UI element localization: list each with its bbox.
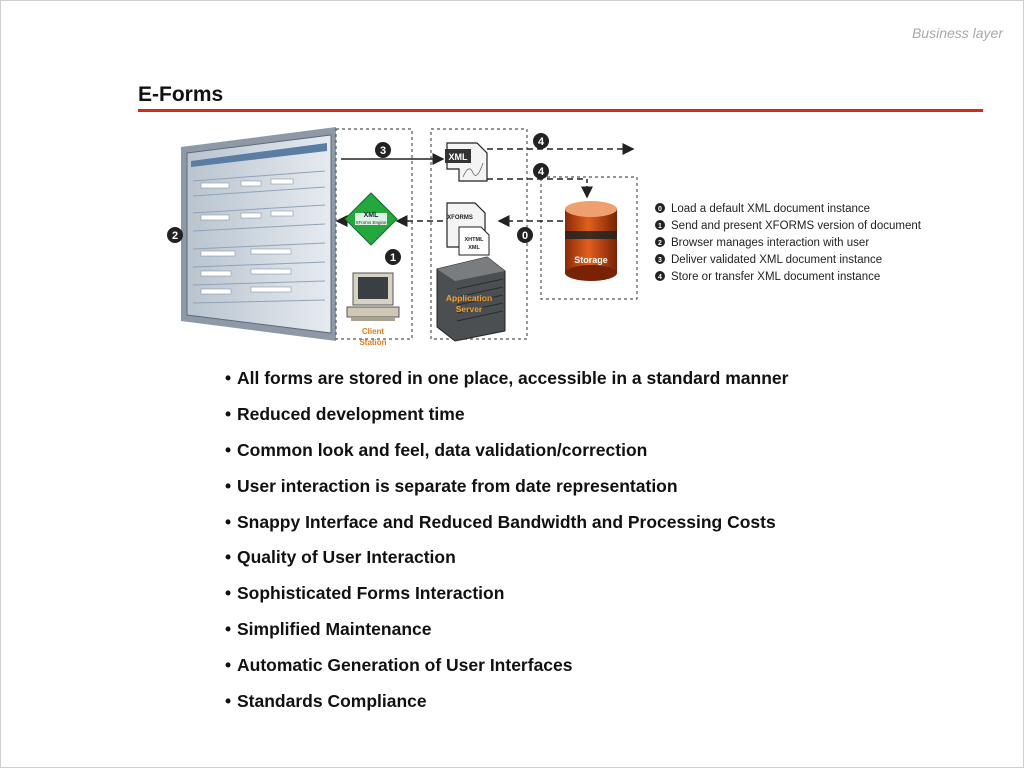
legend-item: 3 Deliver validated XML document instanc… (655, 254, 882, 266)
list-item: •User interaction is separate from date … (225, 475, 678, 496)
legend-item: 2 Browser manages interaction with user (655, 237, 869, 249)
xforms-document-icon: XFORMS XHTML XML (446, 202, 490, 256)
svg-text:XML: XML (449, 152, 469, 162)
legend-item: 0 Load a default XML document instance (655, 203, 870, 215)
flow-number-0: 0 (517, 227, 533, 243)
svg-text:Server: Server (456, 304, 483, 314)
list-item: •Reduced development time (225, 403, 465, 424)
svg-text:XForms Engine: XForms Engine (355, 220, 387, 225)
svg-text:XHTML: XHTML (465, 237, 485, 243)
flow-number-4-mid: 4 (533, 163, 549, 179)
svg-text:Deliver validated XML document: Deliver validated XML document instance (671, 254, 882, 266)
client-station-icon: Client Station (346, 272, 400, 347)
svg-text:4: 4 (538, 166, 545, 178)
list-item: •Simplified Maintenance (225, 619, 432, 640)
svg-text:3: 3 (380, 145, 386, 157)
benefits-list: •All forms are stored in one place, acce… (225, 367, 788, 726)
storage-cylinder: Storage (565, 201, 617, 281)
flow-number-3: 3 (375, 142, 391, 158)
section-label: Business layer (911, 25, 1003, 41)
svg-text:XFORMS: XFORMS (447, 215, 473, 221)
svg-text:1: 1 (390, 252, 396, 264)
svg-text:Browser manages interaction wi: Browser manages interaction with user (671, 237, 869, 249)
svg-text:XML: XML (468, 245, 480, 251)
list-item: •Quality of User Interaction (225, 547, 456, 568)
flow-number-4-top: 4 (533, 133, 549, 149)
application-server-icon: Application Server (436, 256, 506, 342)
svg-text:2: 2 (658, 240, 662, 247)
list-item: •Snappy Interface and Reduced Bandwidth … (225, 511, 776, 532)
list-item: •Standards Compliance (225, 691, 427, 712)
slide-title: E-Forms (138, 83, 224, 106)
list-item: •Sophisticated Forms Interaction (225, 583, 505, 604)
svg-text:Store or transfer XML document: Store or transfer XML document instance (671, 271, 880, 283)
svg-text:Load a default XML document in: Load a default XML document instance (671, 203, 870, 215)
svg-text:XML: XML (364, 212, 380, 219)
svg-text:3: 3 (658, 257, 662, 264)
svg-text:0: 0 (658, 206, 662, 213)
legend-item: 1 Send and present XFORMS version of doc… (655, 220, 922, 232)
svg-text:2: 2 (172, 230, 178, 242)
svg-text:1: 1 (658, 223, 662, 230)
svg-text:Storage: Storage (574, 255, 608, 265)
list-item: •All forms are stored in one place, acce… (225, 368, 789, 388)
title-divider (138, 109, 983, 112)
browser-window (181, 127, 336, 341)
step-legend: 0 Load a default XML document instance 1… (655, 203, 922, 283)
storage-zone (540, 176, 638, 300)
xforms-engine-icon: XML XForms Engine (344, 192, 398, 246)
flow-number-1: 1 (385, 249, 401, 265)
eforms-architecture-diagram: 2 3 XML 4 4 (167, 127, 922, 347)
list-item: •Common look and feel, data validation/c… (225, 439, 648, 460)
svg-text:Client: Client (362, 327, 385, 336)
flow-number-2: 2 (167, 227, 183, 243)
svg-text:4: 4 (538, 136, 545, 148)
client-zone (335, 128, 413, 340)
svg-text:Station: Station (359, 338, 386, 347)
svg-text:Send and present XFORMS versio: Send and present XFORMS version of docum… (671, 220, 922, 232)
svg-text:4: 4 (658, 274, 662, 281)
svg-text:Application: Application (446, 293, 492, 303)
svg-text:0: 0 (522, 230, 528, 242)
list-item: •Automatic Generation of User Interfaces (225, 655, 573, 676)
xml-document-icon: XML (445, 142, 488, 182)
legend-item: 4 Store or transfer XML document instanc… (655, 271, 880, 283)
